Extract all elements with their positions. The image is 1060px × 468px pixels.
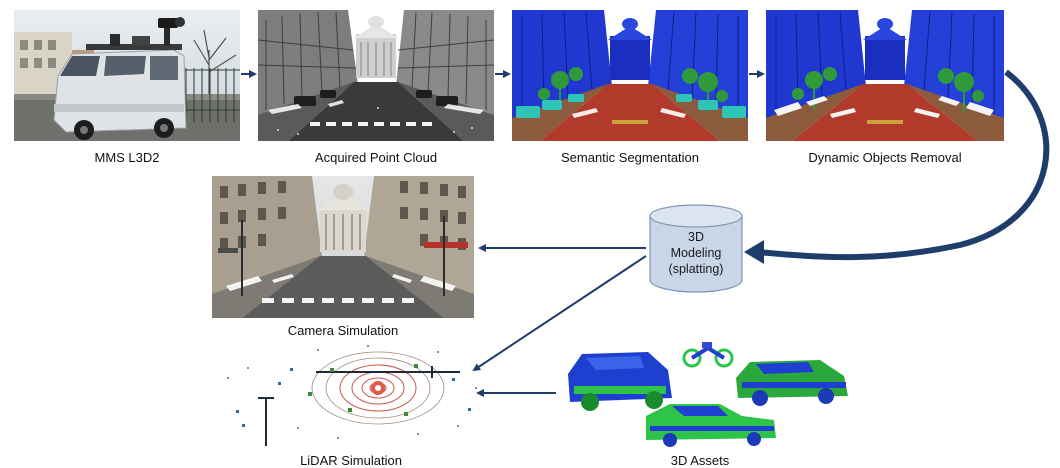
3d-modeling-cylinder: [648, 204, 744, 294]
3d-assets-image: [560, 340, 860, 452]
lidar-simulation-image: [218, 338, 484, 450]
asset-motorcycle: [682, 342, 734, 368]
modeling-line-1: 3D: [688, 230, 704, 244]
modeling-line-3: (splatting): [668, 262, 724, 276]
semantic-segmentation-image: [512, 10, 748, 141]
caption-3d-assets: 3D Assets: [670, 453, 730, 468]
caption-acquired-point-cloud: Acquired Point Cloud: [314, 150, 438, 165]
modeling-line-2: Modeling: [670, 246, 722, 260]
arrow-modeling-to-lidar: [472, 255, 647, 372]
asset-sedan: [646, 404, 776, 447]
caption-camera-simulation: Camera Simulation: [287, 323, 399, 338]
mms-vehicle-image: [14, 10, 240, 141]
asset-suv-right: [736, 360, 848, 406]
caption-dynamic-objects-removal: Dynamic Objects Removal: [808, 150, 962, 165]
asset-suv-left: [568, 352, 672, 411]
camera-simulation-image: [212, 176, 474, 318]
arrow-dynamic-to-modeling: [757, 69, 1050, 261]
acquired-point-cloud-image: [258, 10, 494, 141]
arrow-dynamic-to-modeling-head: [744, 240, 764, 264]
3d-modeling-label: 3D Modeling (splatting): [648, 229, 744, 277]
caption-semantic-segmentation: Semantic Segmentation: [560, 150, 700, 165]
caption-lidar-simulation: LiDAR Simulation: [300, 453, 402, 468]
dynamic-objects-removal-image: [766, 10, 1004, 141]
caption-mms: MMS L3D2: [94, 150, 160, 165]
